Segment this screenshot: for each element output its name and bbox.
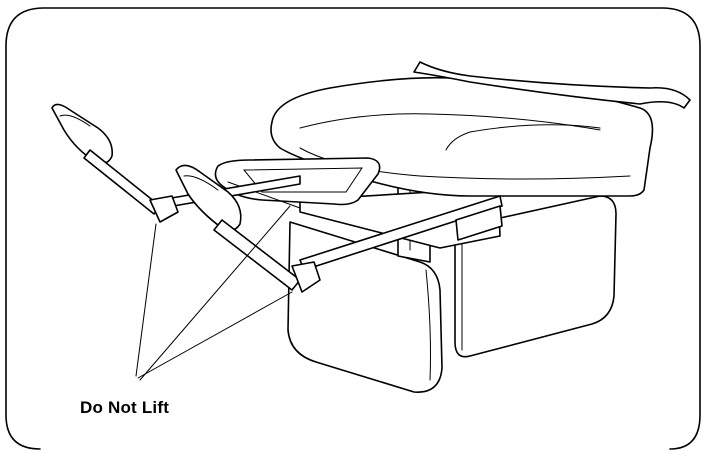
pointer-line-2: [137, 291, 293, 379]
pointer-line-1: [135, 223, 157, 377]
frame-border: [5, 7, 701, 450]
exam-table-drawing: [51, 61, 691, 393]
stirrup-front: [175, 164, 321, 293]
base-cabinet-left: [287, 221, 443, 393]
backrest-edge: [413, 61, 691, 109]
pointer-line-3: [139, 205, 291, 381]
do-not-lift-label: Do Not Lift: [80, 398, 170, 417]
stirrup-rear: [51, 103, 179, 223]
callout-pointer-lines: [135, 205, 293, 381]
